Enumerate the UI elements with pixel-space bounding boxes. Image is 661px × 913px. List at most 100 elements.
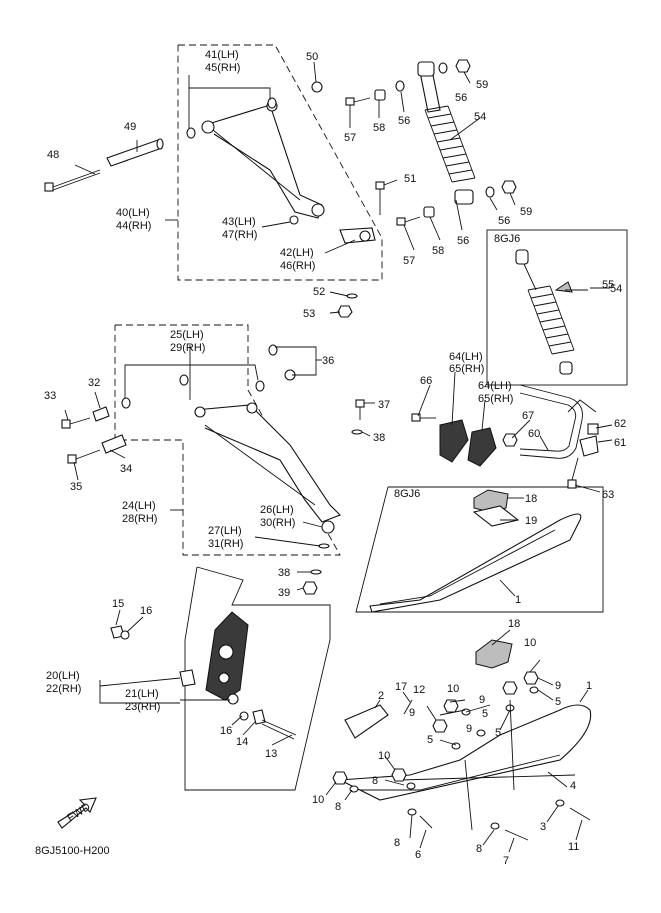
callout-24: 24(LH) <box>122 500 156 512</box>
upper-a-arm <box>201 100 325 219</box>
callout-37: 37 <box>378 399 390 411</box>
callout-46: 46(RH) <box>280 260 315 272</box>
callout-10-a: 10 <box>524 637 536 649</box>
callout-58-bottom: 58 <box>432 245 444 257</box>
callout-18-a: 18 <box>525 493 537 505</box>
callout-22: 22(RH) <box>46 683 81 695</box>
shock-spring <box>424 105 476 183</box>
shock-hardware-bottom <box>396 180 517 226</box>
callout-63: 63 <box>602 489 614 501</box>
callout-5-b: 5 <box>482 708 488 720</box>
callout-53: 53 <box>303 308 315 320</box>
callout-51: 51 <box>404 173 416 185</box>
callout-41: 41(LH) <box>205 49 239 61</box>
callout-31: 31(RH) <box>208 538 243 550</box>
callout-57-top: 57 <box>344 132 356 144</box>
callout-33: 33 <box>44 390 56 402</box>
callout-21: 21(LH) <box>125 688 159 700</box>
spindle-hardware <box>110 625 297 740</box>
callout-35: 35 <box>70 481 82 493</box>
callout-36: 36 <box>322 355 334 367</box>
callout-38-bottom: 38 <box>278 567 290 579</box>
callout-11: 11 <box>568 841 579 853</box>
callout-50: 50 <box>306 51 318 63</box>
callout-10-b: 10 <box>447 683 459 695</box>
callout-43: 43(LH) <box>222 216 256 228</box>
long-bolt <box>44 169 101 192</box>
callout-16-b: 16 <box>220 725 232 737</box>
callout-65-a: 65(RH) <box>449 363 484 375</box>
callout-10-d: 10 <box>312 794 324 806</box>
upper-bushings <box>186 81 323 225</box>
callout-30: 30(RH) <box>260 517 295 529</box>
callout-58-top: 58 <box>373 122 385 134</box>
callout-15: 15 <box>112 598 124 610</box>
callout-42: 42(LH) <box>280 247 314 259</box>
callout-2: 2 <box>378 690 384 702</box>
callout-23: 23(RH) <box>125 701 160 713</box>
callout-59-top: 59 <box>476 79 488 91</box>
callout-47: 47(RH) <box>222 229 257 241</box>
callout-12: 12 <box>413 684 425 696</box>
callout-19: 19 <box>525 515 537 527</box>
lower-a-arm <box>194 402 341 523</box>
spindle-group-outline <box>184 566 331 791</box>
callout-39: 39 <box>278 587 290 599</box>
callout-25: 25(LH) <box>170 329 204 341</box>
lower-pivot-hardware <box>61 406 127 464</box>
callout-7: 7 <box>503 855 509 867</box>
callout-8-a: 8 <box>372 775 378 787</box>
callout-13: 13 <box>265 748 277 760</box>
upper-ball-joint <box>339 227 376 244</box>
callout-1: 1 <box>586 680 592 692</box>
shock-hardware-top <box>345 59 471 106</box>
callout-5-c: 5 <box>427 734 433 746</box>
callout-3-b: 3 <box>540 821 546 833</box>
pivot-shaft <box>106 138 164 167</box>
callout-9-d: 9 <box>466 723 472 735</box>
callout-8-b: 8 <box>335 801 341 813</box>
callout-27: 27(LH) <box>208 525 242 537</box>
rod-clamp-61-62 <box>567 423 599 489</box>
callout-66: 66 <box>420 375 432 387</box>
callout-67: 67 <box>522 410 534 422</box>
callout-38-top: 38 <box>373 432 385 444</box>
callout-5-d: 5 <box>495 727 501 739</box>
ski-hardware <box>332 671 591 841</box>
callout-56-d: 56 <box>457 235 469 247</box>
callout-55: 55 <box>602 279 614 291</box>
callout-62: 62 <box>614 418 626 430</box>
diagram-code: 8GJ5100-H200 <box>35 845 110 857</box>
callout-17: 17 <box>395 681 407 693</box>
callout-1-variant: 1 <box>515 594 521 606</box>
callout-5-a: 5 <box>555 696 561 708</box>
callout-65-b: 65(RH) <box>478 393 513 405</box>
callout-60: 60 <box>528 428 540 440</box>
callout-6: 6 <box>415 849 421 861</box>
shock-absorber <box>417 61 476 205</box>
callout-9-c: 9 <box>409 707 415 719</box>
callout-9-b: 9 <box>479 694 485 706</box>
steering-bracket <box>411 413 518 467</box>
leader-lines <box>64 61 613 853</box>
callout-14: 14 <box>236 736 248 748</box>
bolt-37 <box>351 399 365 435</box>
callout-26: 26(LH) <box>260 504 294 516</box>
callout-10-c: 10 <box>378 750 390 762</box>
callout-61: 61 <box>614 437 626 449</box>
shock-variant-box <box>486 229 628 386</box>
lower-bushings <box>121 344 296 409</box>
callout-45: 45(RH) <box>205 62 240 74</box>
bolt-51 <box>375 181 385 215</box>
spindle <box>205 611 249 701</box>
ski-variant <box>369 489 582 613</box>
callout-57-bottom: 57 <box>403 255 415 267</box>
callout-54: 54 <box>474 111 486 123</box>
callout-59-bottom: 59 <box>520 206 532 218</box>
callout-8-d: 8 <box>476 843 482 855</box>
upper-arm-group-box <box>177 44 383 281</box>
nut-52-53 <box>337 293 358 318</box>
callout-labels: 41(LH) 45(RH) 50 49 48 40(LH) 44(RH) 43(… <box>44 49 626 867</box>
callout-18-b: 18 <box>508 618 520 630</box>
